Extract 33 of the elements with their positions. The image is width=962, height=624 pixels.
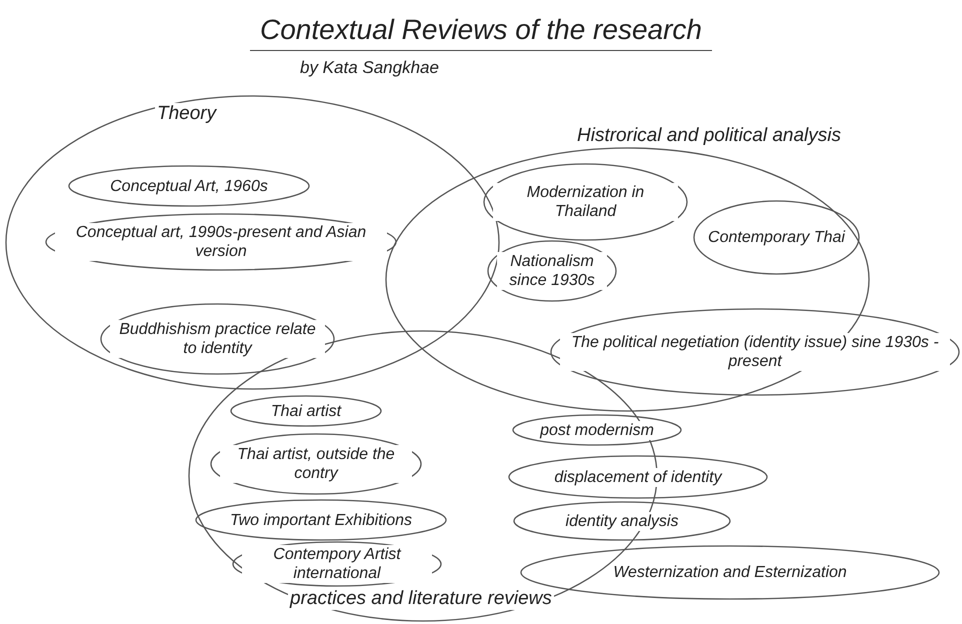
topic-ellipse: [550, 308, 960, 396]
topic-ellipse: [508, 455, 768, 499]
topic-text: identity analysis: [564, 512, 680, 530]
topic-ellipse: [693, 200, 860, 275]
topic-text: The political negetiation (identity issue) sine 1930s - present: [560, 333, 950, 371]
author-byline: by Kata Sangkhae: [300, 58, 439, 78]
topic-ellipse: [232, 541, 442, 587]
topic-ellipse: [100, 303, 335, 375]
group-heading: practices and literature reviews: [288, 588, 554, 610]
topic-ellipse: [230, 395, 382, 427]
topic-text: Contempory Artist international: [242, 545, 432, 583]
topic-ellipse: [487, 240, 617, 302]
topic-text: Conceptual art, 1990s-present and Asian version: [55, 223, 387, 261]
topic-ellipse: [513, 501, 731, 541]
topic-ellipse: [210, 433, 422, 495]
topic-text: Thai artist, outside the contry: [220, 445, 412, 483]
topic-text: Two important Exhibitions: [228, 510, 414, 530]
topic-ellipse: [5, 95, 500, 390]
topic-text: Buddhishism practice relate to identity: [110, 320, 325, 358]
topic-text: Modernization in Thailand: [493, 183, 678, 221]
group-heading: Histrorical and political analysis: [575, 125, 843, 147]
topic-ellipse: [512, 414, 682, 446]
topic-ellipse: [195, 499, 447, 541]
topic-text: Conceptual Art, 1960s: [108, 176, 270, 196]
topic-ellipse: [45, 213, 397, 271]
topic-text: Nationalism since 1930s: [497, 252, 607, 290]
topic-text: Contemporary Thai: [706, 228, 847, 247]
topic-text: post modernism: [538, 420, 656, 440]
title: Contextual Reviews of the research: [250, 14, 712, 51]
group-heading: Theory: [155, 103, 218, 125]
topic-ellipse: [483, 163, 688, 241]
topic-ellipse: [68, 165, 310, 207]
topic-text: displacement of identity: [552, 468, 724, 486]
